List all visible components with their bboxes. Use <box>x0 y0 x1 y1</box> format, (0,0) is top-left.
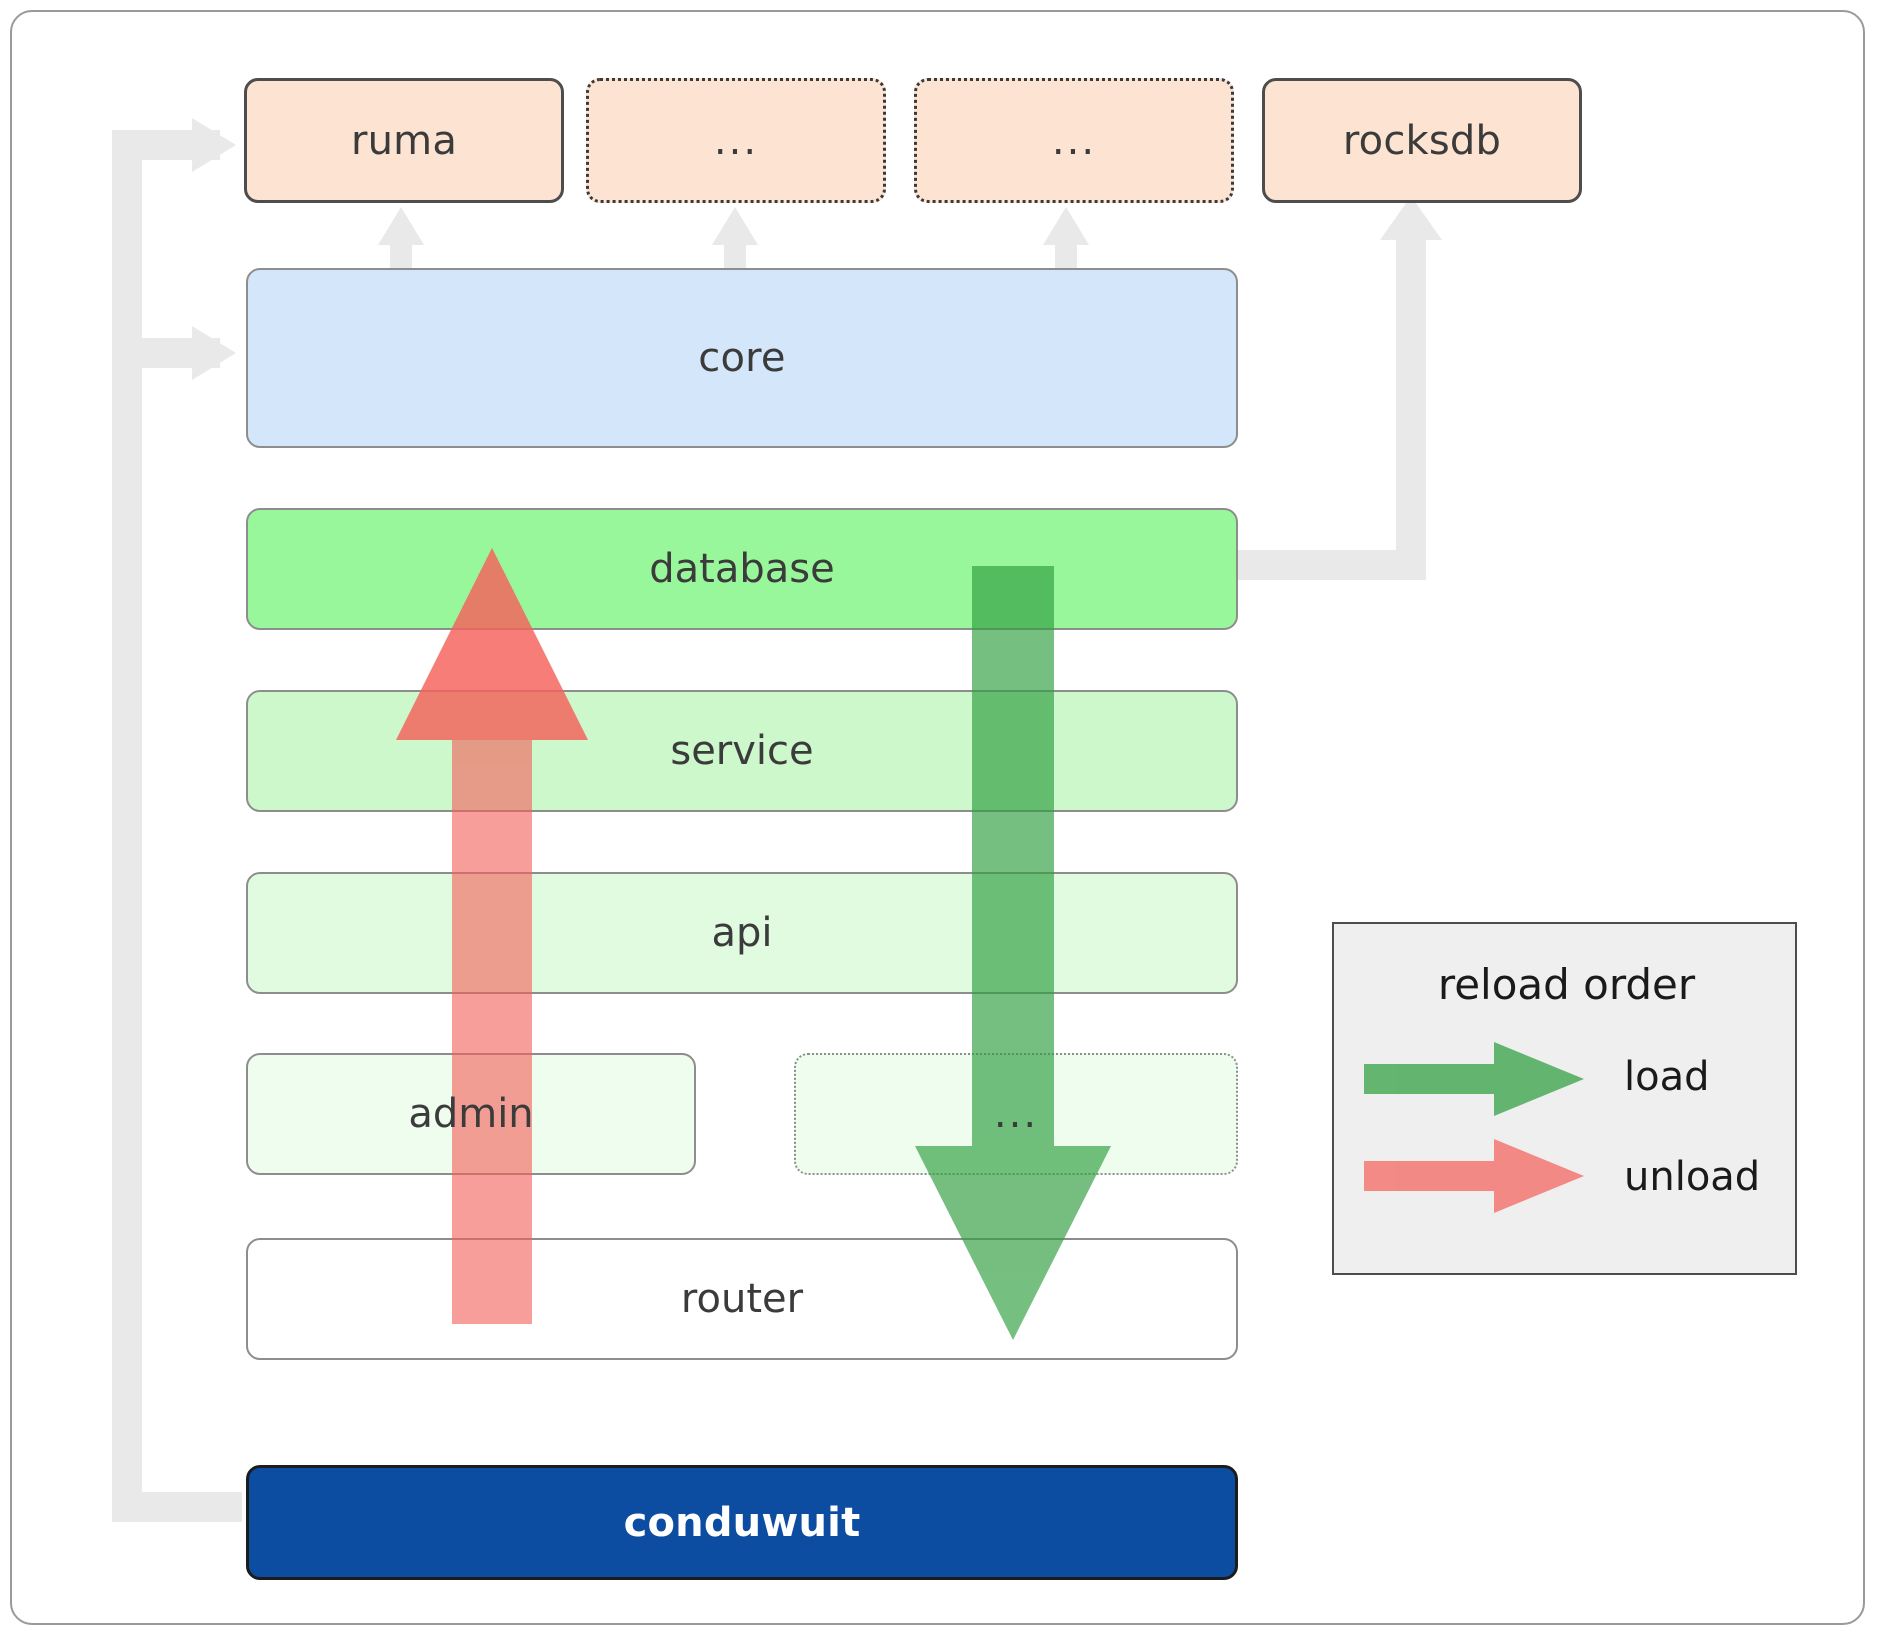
node-ellipsis-2[interactable]: ... <box>914 78 1234 203</box>
legend-arrows <box>1364 1042 1584 1213</box>
node-ellipsis-1[interactable]: ... <box>586 78 886 203</box>
legend-panel: reload order load unload <box>1332 922 1797 1275</box>
node-database[interactable] <box>246 508 1238 630</box>
node-rocksdb-label: rocksdb <box>1342 117 1502 164</box>
node-core-label: core <box>698 335 786 381</box>
node-conduwuit-label: conduwuit <box>623 1499 861 1546</box>
legend-label-unload: unload <box>1624 1154 1761 1200</box>
node-ruma[interactable]: ruma <box>244 78 564 203</box>
node-ruma-label: ruma <box>350 117 458 164</box>
diagram-card <box>10 10 1865 1625</box>
node-rocksdb[interactable]: rocksdb <box>1262 78 1582 203</box>
legend-load-arrow <box>1364 1042 1584 1116</box>
node-ellipsis-2-label: ... <box>1051 117 1097 164</box>
node-service[interactable] <box>246 690 1238 812</box>
legend-title: reload order <box>1437 960 1696 1009</box>
node-core[interactable]: core <box>246 268 1238 448</box>
legend-unload-arrow <box>1364 1139 1584 1213</box>
node-api[interactable] <box>246 872 1238 994</box>
legend-label-load: load <box>1624 1054 1710 1100</box>
node-conduwuit[interactable]: conduwuit <box>246 1465 1238 1580</box>
node-router[interactable] <box>246 1238 1238 1360</box>
node-ellipsis-1-label: ... <box>713 117 759 164</box>
node-layer-ellipsis[interactable] <box>794 1053 1238 1175</box>
node-admin[interactable] <box>246 1053 696 1175</box>
